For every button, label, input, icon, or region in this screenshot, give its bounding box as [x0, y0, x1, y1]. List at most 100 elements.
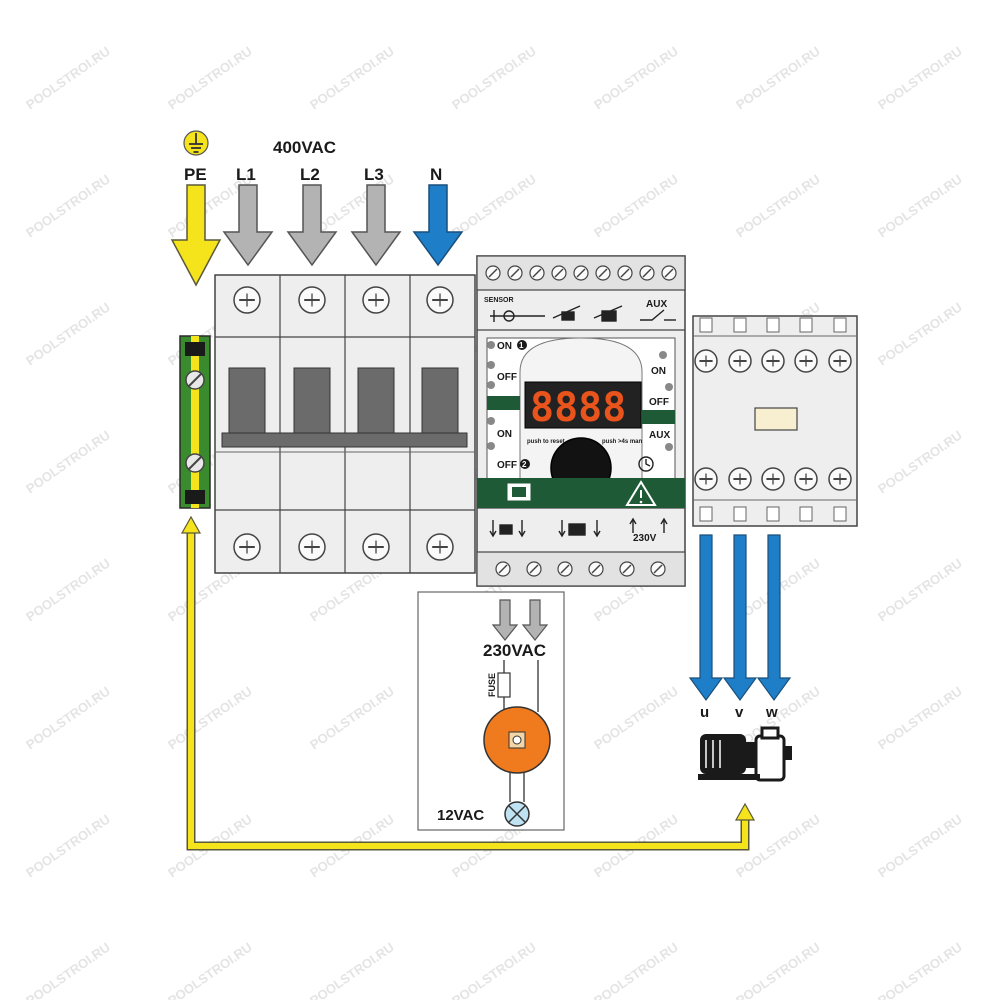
watermark-text: POOLSTROI.RU: [449, 939, 539, 1000]
left-status-panel: ON 1 OFF ON OFF 2: [487, 340, 530, 471]
pe-arrow: [170, 184, 222, 287]
controller-bottom-screw: [619, 561, 635, 577]
clock-icon: [638, 456, 654, 472]
v-arrow: [722, 534, 758, 702]
watermark-text: POOLSTROI.RU: [23, 683, 113, 752]
contactor-top-screw: [761, 349, 785, 373]
contactor-bottom-screw: [694, 467, 718, 491]
contactor-bottom-screw: [828, 467, 852, 491]
sensor-label: SENSOR: [484, 297, 514, 304]
contactor-top-screw: [694, 349, 718, 373]
breaker-handle[interactable]: [228, 367, 266, 439]
controller-bottom-screw: [557, 561, 573, 577]
w-label: w: [765, 704, 778, 721]
svg-text:1: 1: [519, 341, 524, 350]
motor-voltage-label: 230VAC: [483, 641, 546, 660]
contactor-bottom-screw: [761, 467, 785, 491]
watermark-text: POOLSTROI.RU: [875, 427, 965, 496]
watermark-text: POOLSTROI.RU: [875, 939, 965, 1000]
watermark-text: POOLSTROI.RU: [23, 555, 113, 624]
lamp-voltage-label: 12VAC: [437, 807, 484, 824]
watermark-text: POOLSTROI.RU: [449, 43, 539, 112]
l3-label: L3: [364, 165, 384, 184]
breaker-bottom-screw: [298, 533, 326, 561]
feed-arrow-1: [491, 599, 519, 641]
watermark-text: POOLSTROI.RU: [875, 171, 965, 240]
breaker-bottom-screw: [426, 533, 454, 561]
pe-up-arrow-left: [180, 515, 202, 534]
bottom-230v-icon: [629, 517, 668, 533]
watermark-text: POOLSTROI.RU: [875, 555, 965, 624]
bottom-pump-icon: [489, 520, 526, 538]
controller-top-screw: [507, 265, 523, 281]
contactor-bottom-screw: [794, 467, 818, 491]
controller-bottom-screw: [495, 561, 511, 577]
contactor-top-screw: [728, 349, 752, 373]
l3-arrow: [350, 184, 402, 267]
filter-output-icon: [593, 305, 623, 322]
controller-bottom-screw: [588, 561, 604, 577]
right-off1-label: OFF: [649, 397, 669, 408]
led-display-digits: 8888: [530, 385, 626, 431]
warning-icon: [625, 480, 657, 506]
sensor-icon: [490, 310, 545, 322]
breaker-top-screw: [233, 286, 261, 314]
u-label: u: [700, 704, 709, 721]
watermark-text: POOLSTROI.RU: [23, 299, 113, 368]
right-aux-label: AUX: [649, 430, 670, 441]
svg-text:2: 2: [522, 460, 527, 469]
pe-terminal-block: [179, 335, 211, 509]
pe-label: PE: [184, 165, 207, 184]
breaker-top-screw: [426, 286, 454, 314]
breaker-handle[interactable]: [421, 367, 459, 439]
supply-voltage-label: 400VAC: [273, 138, 336, 157]
n-label: N: [430, 165, 442, 184]
watermark-text: POOLSTROI.RU: [733, 939, 823, 1000]
watermark-text: POOLSTROI.RU: [165, 43, 255, 112]
breaker-handles: [228, 367, 459, 439]
left-off2-label: OFF: [497, 460, 517, 471]
controller-top-screw: [529, 265, 545, 281]
l1-label: L1: [236, 165, 256, 184]
watermark-text: POOLSTROI.RU: [23, 939, 113, 1000]
led-display: [524, 381, 642, 429]
pump-motor-icon: [698, 726, 792, 782]
watermark-text: POOLSTROI.RU: [165, 939, 255, 1000]
pump-filter-icon: [507, 483, 531, 501]
watermark-text: POOLSTROI.RU: [307, 683, 397, 752]
watermark-text: POOLSTROI.RU: [875, 299, 965, 368]
controller-top-terminals: [485, 265, 677, 281]
left-off1-label: OFF: [497, 372, 517, 383]
breaker-handle[interactable]: [293, 367, 331, 439]
contactor-screws: [694, 317, 852, 522]
fuse-label: FUSE: [487, 673, 497, 697]
u-arrow: [688, 534, 724, 702]
watermark-text: POOLSTROI.RU: [307, 939, 397, 1000]
breaker-handle[interactable]: [357, 367, 395, 439]
watermark-text: POOLSTROI.RU: [875, 683, 965, 752]
fuse: [497, 672, 511, 698]
watermark-text: POOLSTROI.RU: [23, 171, 113, 240]
lamp-icon: [504, 801, 530, 827]
pump-output-icon: [552, 305, 581, 321]
watermark-text: POOLSTROI.RU: [307, 43, 397, 112]
pe-up-arrow-right: [734, 802, 756, 821]
contactor-top-screw: [794, 349, 818, 373]
watermark-text: POOLSTROI.RU: [23, 811, 113, 880]
controller-bottom-screw: [526, 561, 542, 577]
breaker-top-screw: [362, 286, 390, 314]
l2-label: L2: [300, 165, 320, 184]
push-reset-label: push to reset: [527, 439, 565, 445]
bottom-230v-label: 230V: [633, 533, 657, 544]
controller-top-screw: [551, 265, 567, 281]
breaker-tie-bar[interactable]: [221, 432, 468, 448]
contactor-top-screw: [828, 349, 852, 373]
watermark-text: POOLSTROI.RU: [733, 171, 823, 240]
watermark-text: POOLSTROI.RU: [591, 683, 681, 752]
watermark-text: POOLSTROI.RU: [591, 43, 681, 112]
controller-top-screw: [617, 265, 633, 281]
controller-top-screw: [639, 265, 655, 281]
controller-top-screw: [573, 265, 589, 281]
breaker-bottom-screw: [362, 533, 390, 561]
